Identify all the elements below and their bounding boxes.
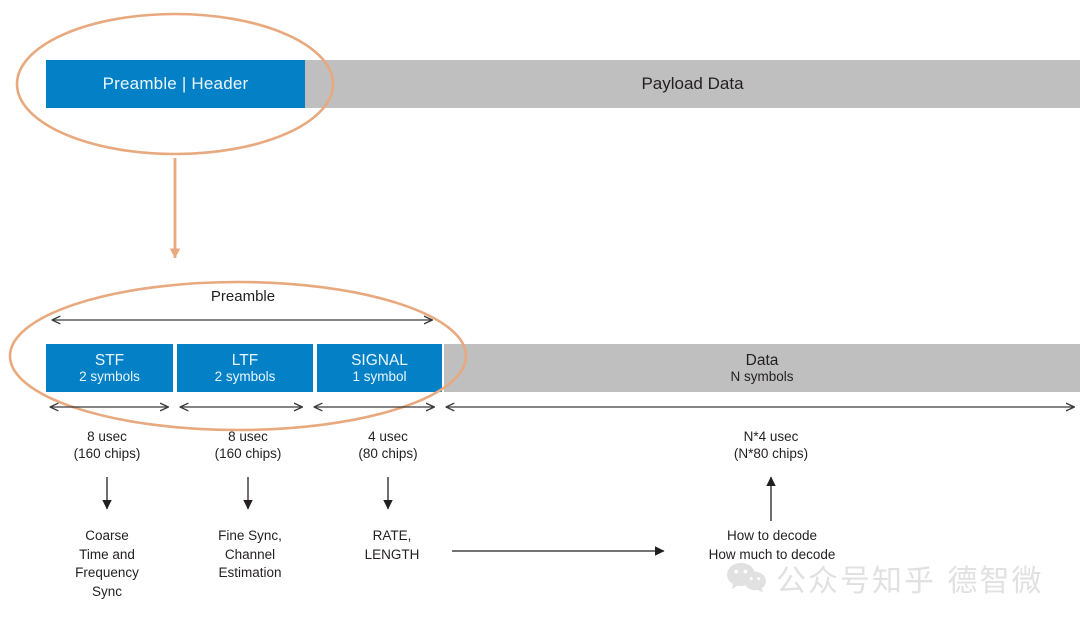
timing-label-ltf-chips: (160 chips) bbox=[214, 446, 282, 462]
segment-ltf: LTF 2 symbols bbox=[175, 344, 315, 392]
description-ltf-line-3: Estimation bbox=[218, 565, 282, 581]
description-ltf-line-2: Channel bbox=[224, 546, 276, 562]
description-data: How to decode How much to decode bbox=[672, 527, 872, 564]
segment-signal-name: SIGNAL bbox=[351, 351, 408, 369]
segment-data-sub: N symbols bbox=[730, 369, 794, 385]
payload-data-block: Payload Data bbox=[305, 60, 1080, 108]
segment-ltf-name: LTF bbox=[231, 351, 259, 369]
description-ltf-line-1: Fine Sync, bbox=[218, 528, 282, 543]
description-ltf: Fine Sync, Channel Estimation bbox=[188, 527, 312, 583]
preamble-caption: Preamble bbox=[48, 288, 438, 305]
preamble-header-label: Preamble | Header bbox=[102, 74, 249, 93]
segment-signal: SIGNAL 1 symbol bbox=[315, 344, 444, 392]
description-signal-line-2: LENGTH bbox=[364, 546, 420, 562]
timing-label-data-chips: (N*80 chips) bbox=[733, 446, 809, 462]
description-data-line-2: How much to decode bbox=[708, 546, 836, 562]
frame-structure-row: STF 2 symbols LTF 2 symbols SIGNAL 1 sym… bbox=[46, 344, 1080, 392]
segment-ltf-sub: 2 symbols bbox=[214, 369, 276, 385]
timing-label-data: N*4 usec (N*80 chips) bbox=[700, 428, 842, 463]
description-signal-line-1: RATE, bbox=[372, 528, 412, 543]
timing-label-stf: 8 usec (160 chips) bbox=[47, 428, 167, 463]
segment-signal-sub: 1 symbol bbox=[352, 369, 407, 385]
description-data-line-1: How to decode bbox=[726, 528, 818, 543]
top-packet-bar: Preamble | Header Payload Data bbox=[46, 60, 1080, 108]
segment-data: Data N symbols bbox=[444, 344, 1080, 392]
timing-label-signal: 4 usec (80 chips) bbox=[328, 428, 448, 463]
segment-stf: STF 2 symbols bbox=[46, 344, 175, 392]
timing-label-stf-duration: 8 usec bbox=[87, 429, 127, 444]
timing-label-ltf: 8 usec (160 chips) bbox=[188, 428, 308, 463]
description-stf-line-1: Coarse bbox=[85, 528, 129, 543]
segment-stf-sub: 2 symbols bbox=[79, 369, 140, 385]
timing-label-ltf-duration: 8 usec bbox=[228, 429, 268, 444]
description-stf: Coarse Time and Frequency Sync bbox=[47, 527, 167, 602]
description-signal: RATE, LENGTH bbox=[333, 527, 451, 564]
timing-label-signal-duration: 4 usec bbox=[368, 429, 408, 444]
payload-data-label: Payload Data bbox=[641, 74, 744, 93]
description-stf-line-3: Frequency bbox=[75, 565, 139, 581]
timing-label-stf-chips: (160 chips) bbox=[73, 446, 141, 462]
description-stf-line-4: Sync bbox=[91, 583, 122, 599]
preamble-caption-label: Preamble bbox=[210, 288, 276, 305]
segment-data-name: Data bbox=[745, 351, 779, 369]
timing-label-signal-chips: (80 chips) bbox=[358, 446, 418, 462]
description-stf-line-2: Time and bbox=[79, 546, 135, 562]
segment-stf-name: STF bbox=[94, 351, 125, 369]
preamble-header-block: Preamble | Header bbox=[46, 60, 305, 108]
timing-label-data-duration: N*4 usec bbox=[743, 429, 799, 444]
wechat-icon bbox=[727, 562, 766, 593]
